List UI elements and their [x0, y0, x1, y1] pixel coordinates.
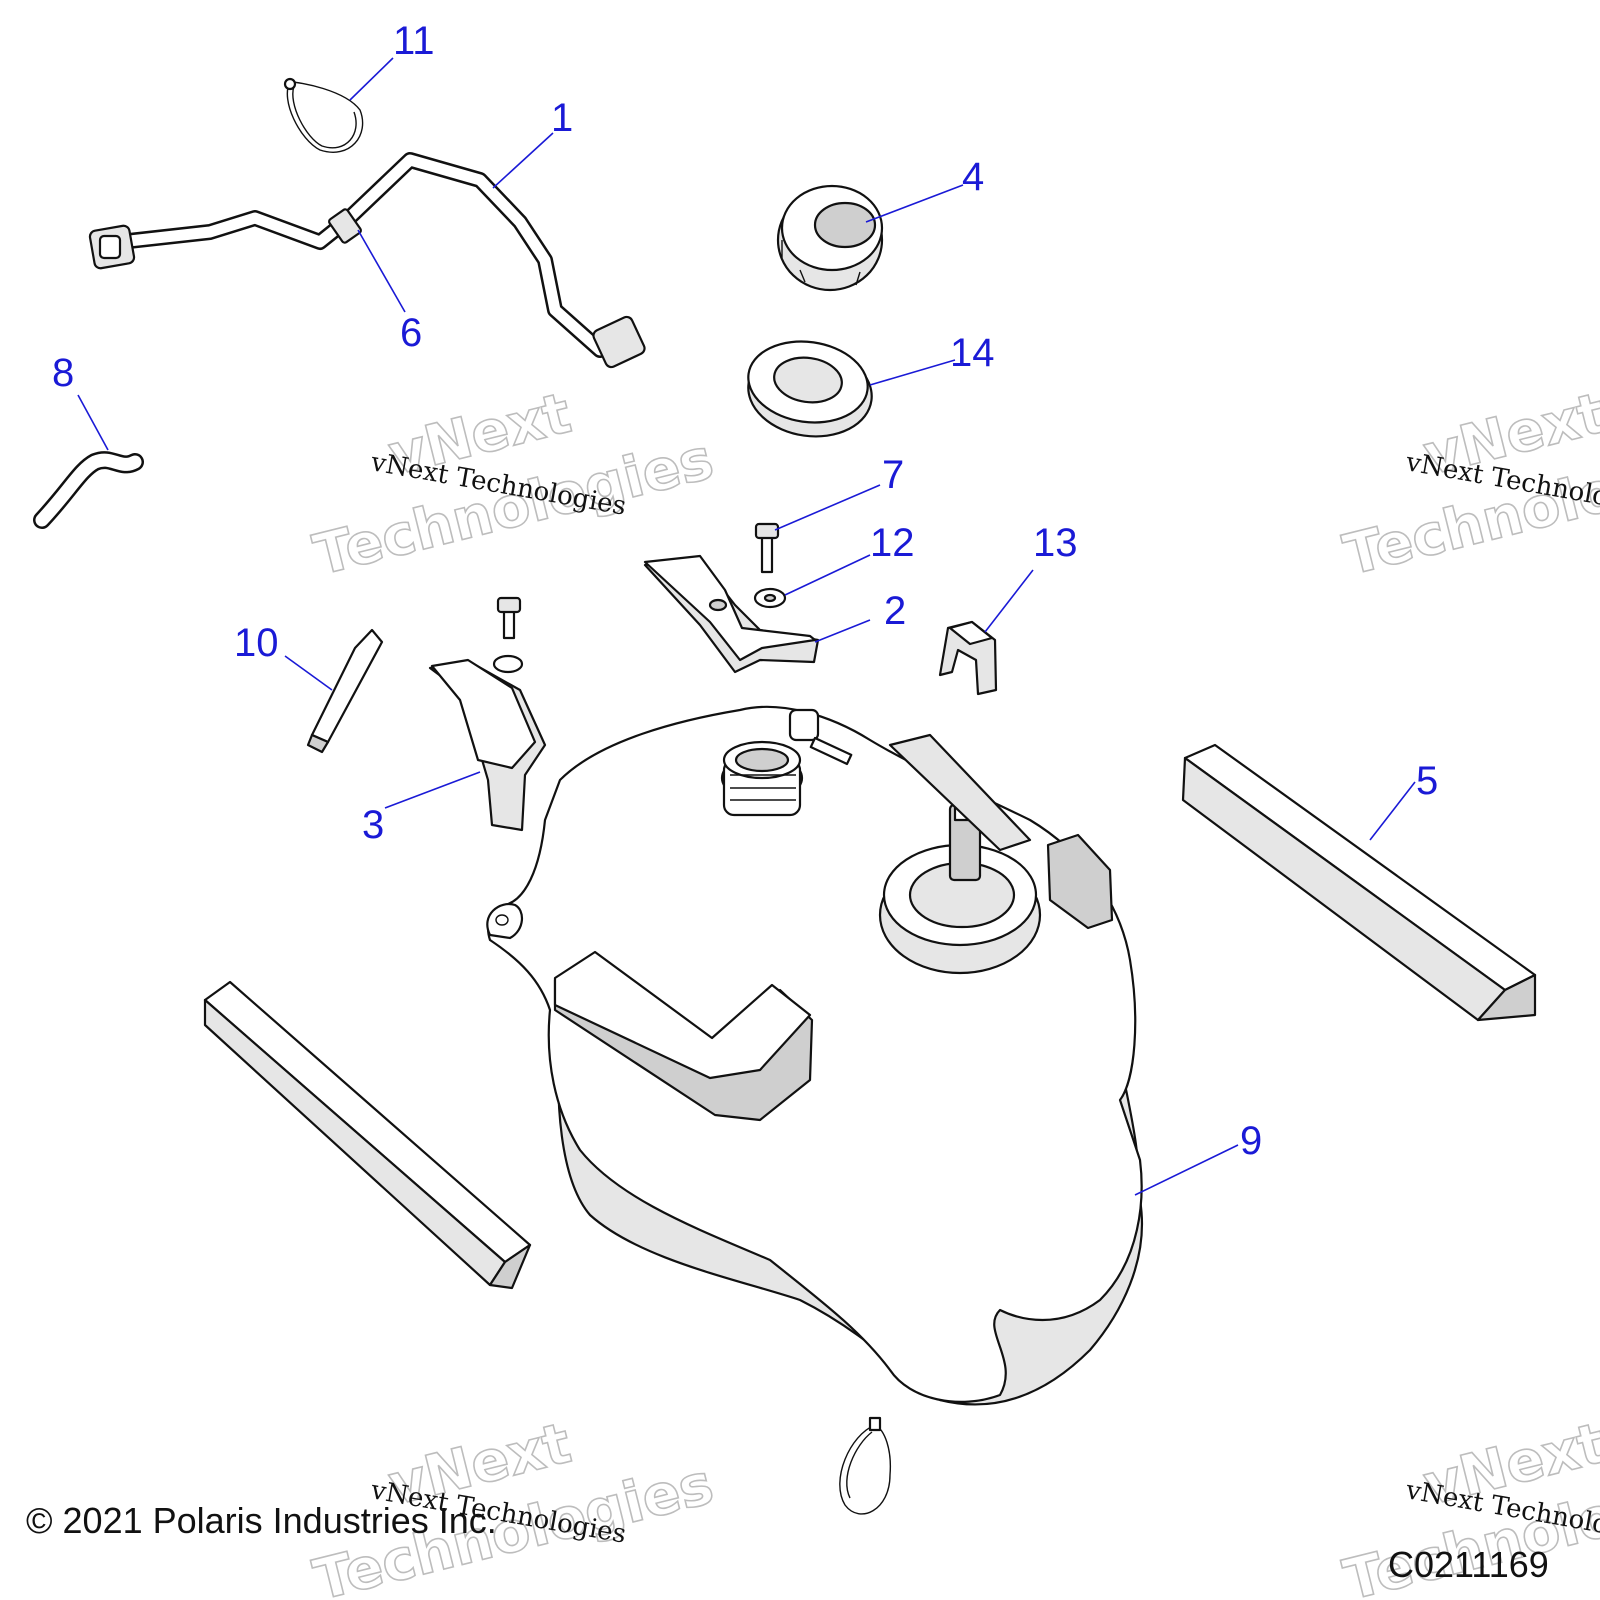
callout-numbers: 11 1 4 6 14 8 7 12 13 2 10 5 3 9	[52, 19, 1438, 1163]
leader-lines	[77, 57, 1416, 1196]
callout-3: 3	[362, 803, 384, 847]
part-fuel-cap	[776, 184, 884, 292]
diagram-code: C0211169	[1388, 1544, 1549, 1585]
watermark-top-left: vNext Technologies vNext Technologies	[307, 380, 721, 589]
callout-5: 5	[1416, 759, 1438, 803]
callout-1: 1	[551, 96, 573, 140]
part-foam-long-right	[1181, 743, 1537, 1022]
watermark-top-right: vNext Technologies vNext Technologies	[1337, 380, 1600, 589]
callout-11: 11	[393, 19, 435, 63]
part-foam-small	[306, 628, 384, 754]
callout-2: 2	[884, 589, 906, 633]
part-seal-ring	[747, 340, 873, 438]
callout-6: 6	[400, 311, 422, 355]
part-fuel-line	[88, 152, 646, 369]
callout-13: 13	[1033, 521, 1078, 565]
copyright-text: © 2021 Polaris Industries Inc.	[26, 1500, 497, 1541]
callout-12: 12	[870, 521, 915, 565]
part-bracket-upper	[643, 554, 820, 674]
part-fuel-tank	[486, 705, 1144, 1406]
callout-9: 9	[1240, 1119, 1262, 1163]
part-bracket-lower	[428, 596, 547, 832]
callout-14: 14	[950, 331, 995, 375]
part-small-hose	[33, 451, 144, 529]
part-bolt-upper	[753, 522, 787, 609]
callout-10: 10	[234, 621, 279, 665]
part-foam-long-left	[203, 980, 532, 1290]
callout-8: 8	[52, 351, 74, 395]
part-strap-bottom	[839, 1416, 892, 1515]
callout-4: 4	[962, 155, 984, 199]
part-clip	[938, 620, 998, 696]
callout-7: 7	[882, 453, 904, 497]
part-strap-top	[283, 77, 364, 153]
